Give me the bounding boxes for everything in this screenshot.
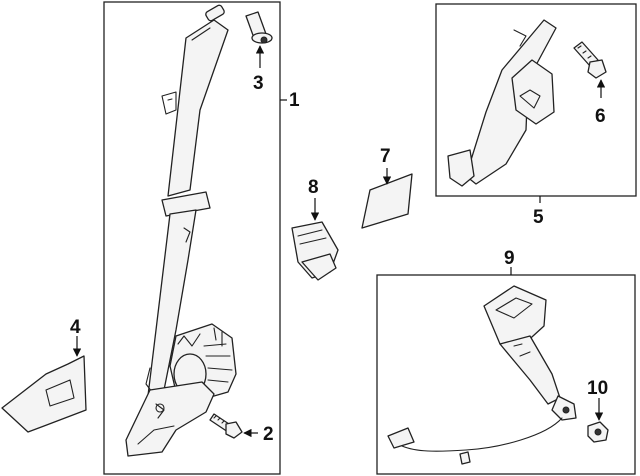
buckle-assembly-part (387, 285, 577, 465)
callout-2: 2 (263, 424, 274, 445)
bolt-part (209, 413, 243, 439)
nut-part (587, 421, 609, 443)
buckle-bracket-part (447, 19, 557, 187)
bracket-bolt-part (573, 41, 607, 79)
frame-box-buckle-assembly (376, 274, 636, 475)
leader-lines (72, 45, 606, 438)
frame-box-belt-assembly (103, 1, 281, 475)
frame-box-buckle-bracket (435, 3, 637, 197)
callout-10: 10 (587, 378, 608, 399)
label-part (361, 173, 413, 229)
callout-8: 8 (308, 177, 319, 198)
clip-part (291, 221, 339, 281)
seat-belt-retractor-assembly (125, 4, 237, 457)
callout-4: 4 (70, 317, 81, 338)
callout-1: 1 (289, 90, 300, 111)
callout-5: 5 (533, 207, 544, 228)
pad-part (1, 355, 87, 433)
callout-9: 9 (504, 248, 515, 269)
guide-pin-part (245, 11, 273, 44)
callout-6: 6 (595, 106, 606, 127)
callout-3: 3 (253, 73, 264, 94)
callout-7: 7 (380, 146, 391, 167)
